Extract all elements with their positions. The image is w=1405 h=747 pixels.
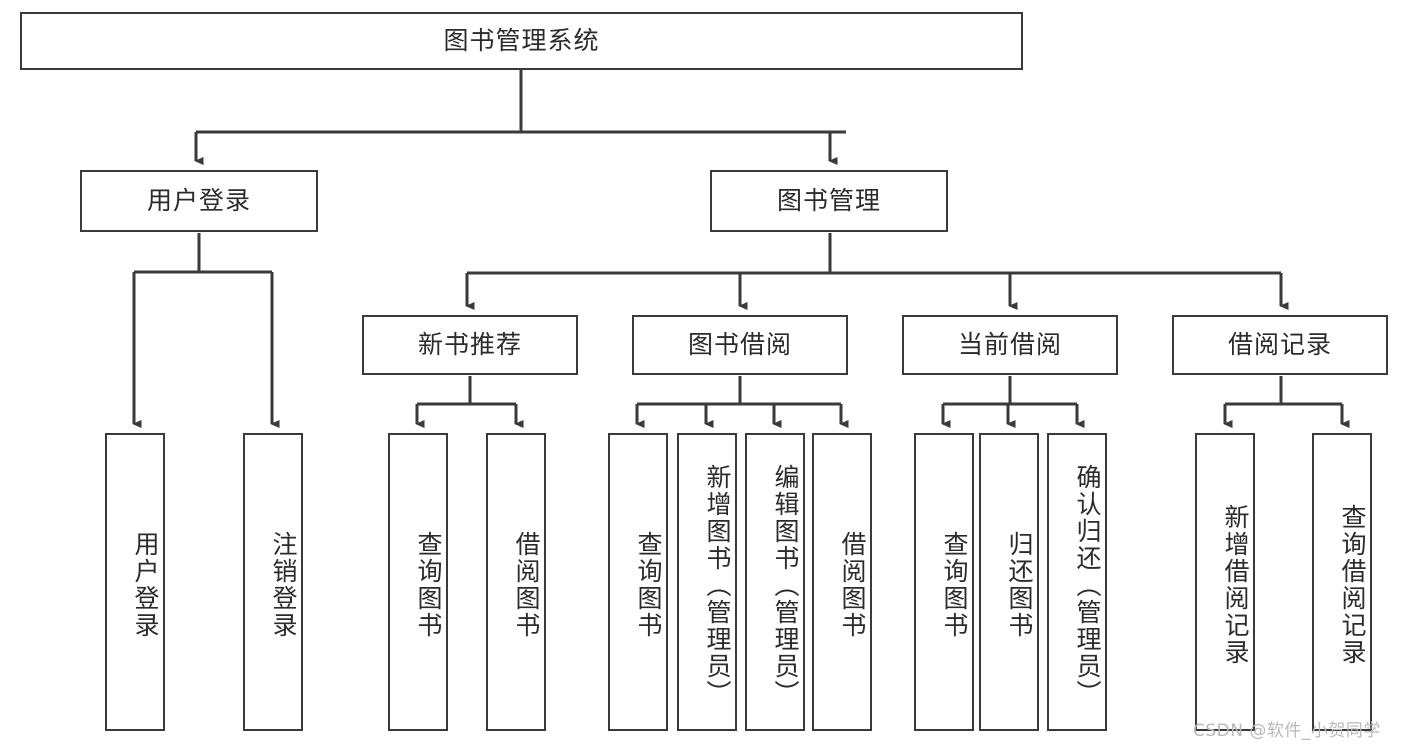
node-user-login[interactable]: 用户登录	[80, 170, 318, 232]
node-label: 借阅记录	[1227, 330, 1332, 360]
node-leaf-user-login-logout[interactable]: 注销登录	[243, 433, 303, 731]
node-label: 归还图书	[1005, 531, 1034, 639]
node-leaf-bookborrow-borrow-book[interactable]: 借阅图书	[812, 433, 872, 731]
node-leaf-bookborrow-query-book[interactable]: 查询图书	[608, 433, 668, 731]
node-leaf-currentborrow-query-book[interactable]: 查询图书	[914, 433, 974, 731]
node-label: 新书推荐	[417, 330, 522, 360]
node-label: 编辑图书（管理员）	[771, 463, 800, 707]
node-current-borrow[interactable]: 当前借阅	[902, 315, 1118, 375]
node-leaf-borrowrecord-add-record[interactable]: 新增借阅记录	[1195, 433, 1255, 731]
node-label: 查询图书	[634, 531, 663, 639]
node-label: 注销登录	[269, 531, 298, 639]
csdn-watermark: CSDN @软件_小贺同学	[1193, 721, 1381, 741]
node-book-borrow[interactable]: 图书借阅	[632, 315, 848, 375]
node-label: 用户登录	[146, 186, 251, 216]
node-leaf-currentborrow-confirm-return[interactable]: 确认归还（管理员）	[1047, 433, 1107, 731]
node-label: 用户登录	[131, 531, 160, 639]
node-leaf-user-login-login[interactable]: 用户登录	[105, 433, 165, 731]
node-label: 当前借阅	[957, 330, 1062, 360]
node-label: 查询借阅记录	[1338, 504, 1367, 666]
node-label: 确认归还（管理员）	[1073, 463, 1102, 707]
node-root-system[interactable]: 图书管理系统	[20, 12, 1023, 70]
node-label: 借阅图书	[838, 531, 867, 639]
node-leaf-currentborrow-return-book[interactable]: 归还图书	[979, 433, 1039, 731]
node-book-management[interactable]: 图书管理	[710, 170, 948, 232]
node-label: 借阅图书	[512, 531, 541, 639]
node-new-book-recommend[interactable]: 新书推荐	[362, 315, 578, 375]
node-label: 新增借阅记录	[1221, 504, 1250, 666]
node-leaf-borrowrecord-query-record[interactable]: 查询借阅记录	[1312, 433, 1372, 731]
node-leaf-newbook-borrow-book[interactable]: 借阅图书	[486, 433, 546, 731]
node-label: 查询图书	[414, 531, 443, 639]
node-label: 查询图书	[940, 531, 969, 639]
node-borrow-record[interactable]: 借阅记录	[1172, 315, 1388, 375]
node-leaf-bookborrow-edit-book[interactable]: 编辑图书（管理员）	[745, 433, 805, 731]
node-label: 新增图书（管理员）	[703, 463, 732, 707]
node-label: 图书管理	[776, 186, 881, 216]
node-label: 图书借阅	[687, 330, 792, 360]
node-label: 图书管理系统	[443, 26, 600, 56]
node-leaf-bookborrow-add-book[interactable]: 新增图书（管理员）	[677, 433, 737, 731]
node-leaf-newbook-query-book[interactable]: 查询图书	[388, 433, 448, 731]
